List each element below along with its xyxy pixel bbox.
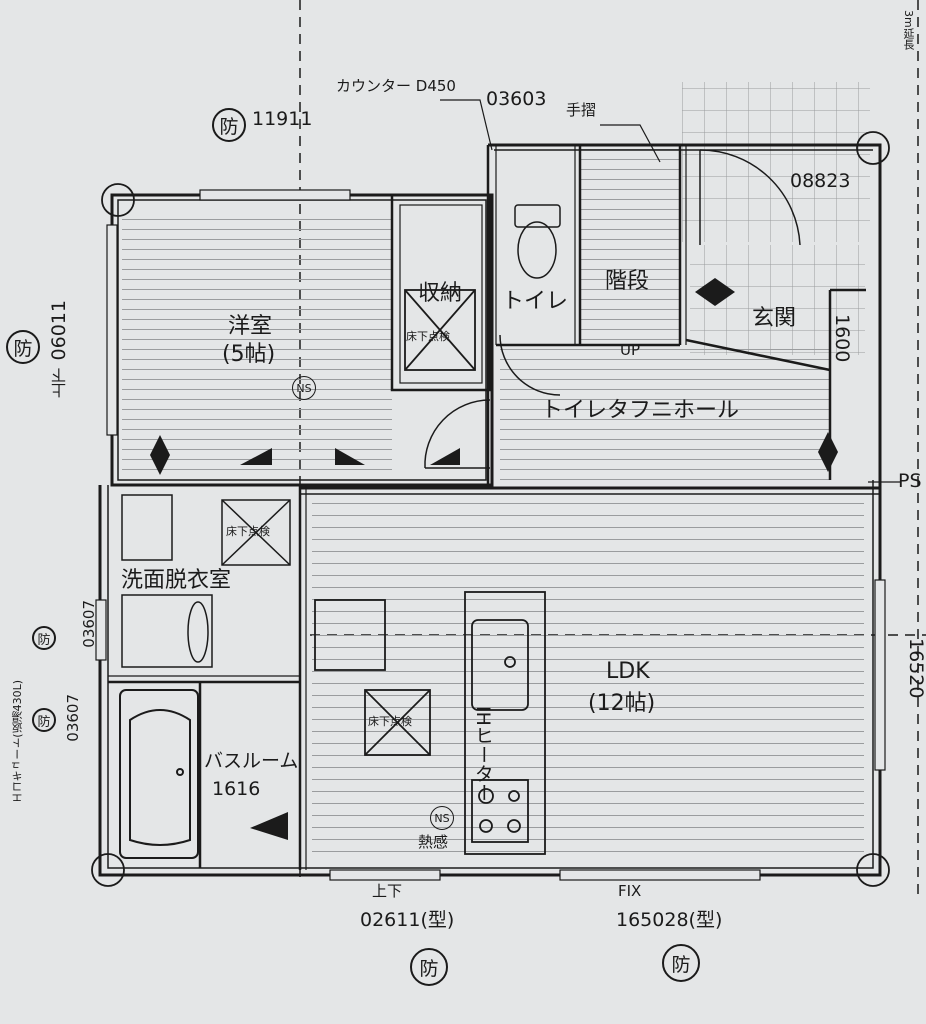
door-swing-icon: [424, 149, 801, 469]
window-16520-label: 16520: [905, 638, 926, 699]
corner-column-icons: [91, 131, 890, 887]
right-edge-partial-label: 3m延長: [902, 10, 915, 50]
ecocute-label: エコキュート(返湯430L): [11, 680, 24, 804]
bou-circle-icon: 防: [410, 948, 448, 986]
toilet-label: トイレ: [502, 289, 569, 314]
washroom-label: 洗面脱衣室: [121, 568, 232, 593]
bou-circle-icon: 防: [6, 330, 40, 364]
updown-left-label: 上下: [50, 368, 68, 398]
bathroom-label: バスルーム: [204, 750, 299, 772]
hall-floor: [500, 345, 830, 483]
bou-circle-icon: 防: [662, 944, 700, 982]
stairs-label: 階段: [605, 269, 650, 294]
western-room-size: (5帖): [222, 342, 276, 367]
window-11911-label: 11911: [252, 108, 313, 130]
floor-hatch-label: 床下点検: [368, 715, 412, 728]
stairs-floor: [580, 145, 680, 345]
window-03603-label: 03603: [486, 88, 547, 110]
floor-hatch-label: 床下点検: [406, 330, 450, 343]
door-08823-label: 08823: [790, 170, 851, 192]
western-room-floor: [122, 210, 392, 475]
heat-sensor-label: 熱感: [418, 833, 449, 851]
ldk-size: (12帖): [588, 691, 656, 716]
interior-walls: [108, 145, 866, 870]
porch-tiles: [682, 82, 870, 242]
window-165028-label: 165028(型): [616, 909, 723, 931]
window-02611-label: 02611(型): [360, 909, 455, 931]
bathroom-size: 1616: [212, 778, 261, 800]
window-marks: [95, 189, 886, 881]
toilet-icon: [514, 204, 561, 279]
ns-sensor-icon: NS: [292, 376, 316, 400]
ns-sensor-icon: NS: [430, 806, 454, 830]
hall-label: トイレタフニホール: [541, 398, 740, 423]
entrance-1600-label: 1600: [831, 314, 853, 363]
fix-label: FIX: [618, 882, 642, 900]
bou-circle-icon: 防: [212, 108, 246, 142]
handrail-label: 手摺: [566, 101, 597, 119]
ih-heater-label: IHヒーター: [472, 706, 494, 802]
ps-label: PS: [898, 470, 922, 492]
up-stairs-label: UP: [620, 341, 641, 359]
kitchen-counter: [314, 289, 546, 855]
floor-hatch-label: 床下点検: [226, 525, 270, 538]
ldk-label: LDK: [606, 659, 650, 684]
leader-lines: [440, 99, 900, 483]
updown-bottom-label: 上下: [372, 882, 403, 900]
window-06011-label: 06011: [48, 300, 70, 361]
window-03607-a-label: 03607: [64, 694, 82, 742]
entrance-label: 玄関: [752, 306, 797, 331]
counter-label: カウンター D450: [336, 77, 456, 95]
ldk-floor: [312, 492, 864, 860]
western-room-label: 洋室: [228, 314, 273, 339]
window-03607-b-label: 03607: [80, 600, 98, 648]
bou-circle-icon: 防: [32, 708, 56, 732]
storage-label: 収納: [418, 281, 463, 306]
diamond-marker-icon: [150, 278, 838, 475]
bou-circle-icon: 防: [32, 626, 56, 650]
arrow-marker-icon: [240, 448, 460, 840]
sink-icon: [121, 494, 291, 668]
bathtub-icon: [119, 689, 199, 859]
